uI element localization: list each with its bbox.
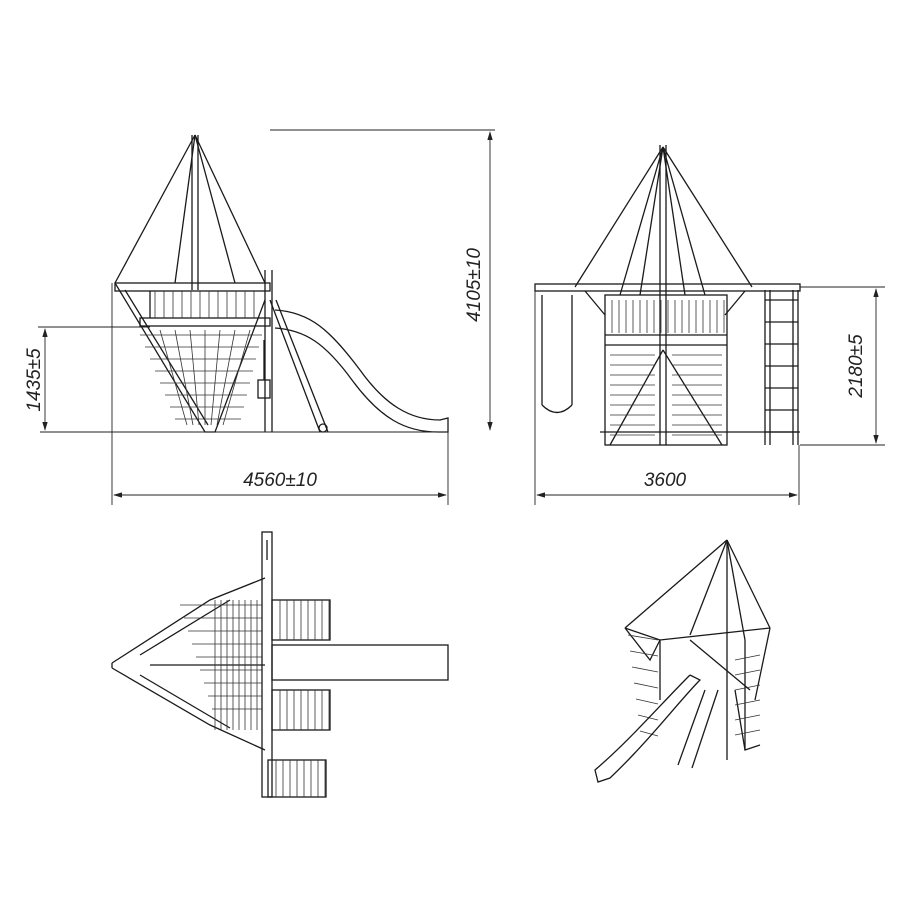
net-strand — [159, 329, 188, 426]
dimension-lines — [534, 286, 885, 505]
net-strand — [734, 669, 761, 676]
swing — [541, 295, 573, 414]
length-label: 4560±10 — [243, 470, 317, 491]
swing-seat — [257, 340, 271, 399]
slide — [274, 309, 449, 433]
net-strand — [627, 634, 659, 641]
ladder — [677, 689, 719, 769]
slide — [594, 674, 702, 783]
net-strand — [174, 329, 194, 426]
railing-balusters — [154, 291, 255, 318]
dimension-lines — [38, 129, 495, 505]
top-view — [111, 531, 449, 798]
cargo-net — [140, 329, 262, 426]
isometric-view — [594, 539, 771, 783]
net-strand — [222, 329, 251, 426]
sail-lines — [624, 539, 771, 760]
side-view: 4105±10 1435±5 4560±10 — [24, 129, 495, 505]
net-strand — [631, 666, 659, 673]
deck-railing — [114, 270, 273, 432]
net-strand — [189, 329, 200, 426]
net-strand — [734, 654, 761, 661]
front-view: 2180±5 3600 — [534, 145, 885, 505]
sail-lines — [574, 146, 753, 296]
net-strand — [629, 650, 659, 657]
railing-balusters — [611, 300, 725, 333]
climbing-ladder — [764, 290, 799, 445]
net-strand — [639, 730, 659, 737]
top-beam — [534, 283, 801, 316]
platforms — [267, 599, 331, 798]
net-strand — [734, 714, 761, 721]
deck-planks — [180, 600, 262, 730]
tower-frame — [600, 294, 800, 446]
platform-planks — [275, 600, 330, 797]
front-width-label: 3600 — [644, 470, 687, 491]
net-strand — [734, 699, 761, 706]
net-strand — [633, 682, 659, 689]
hull-outline — [111, 577, 266, 751]
net-strand — [637, 714, 659, 721]
platform-height-label: 1435±5 — [24, 348, 45, 412]
net-strand — [210, 329, 221, 426]
ladder — [269, 299, 329, 433]
net-strand — [734, 729, 761, 736]
front-height-label: 2180±5 — [846, 334, 867, 399]
cargo-net — [610, 354, 722, 436]
climbing-net — [627, 634, 761, 737]
net-strand — [635, 698, 659, 705]
height-total-label: 4105±10 — [464, 248, 485, 322]
sail-lines — [114, 134, 266, 290]
slide-top — [271, 644, 449, 681]
net-strand — [216, 329, 236, 426]
frame — [624, 627, 771, 751]
net-strand — [734, 684, 761, 691]
